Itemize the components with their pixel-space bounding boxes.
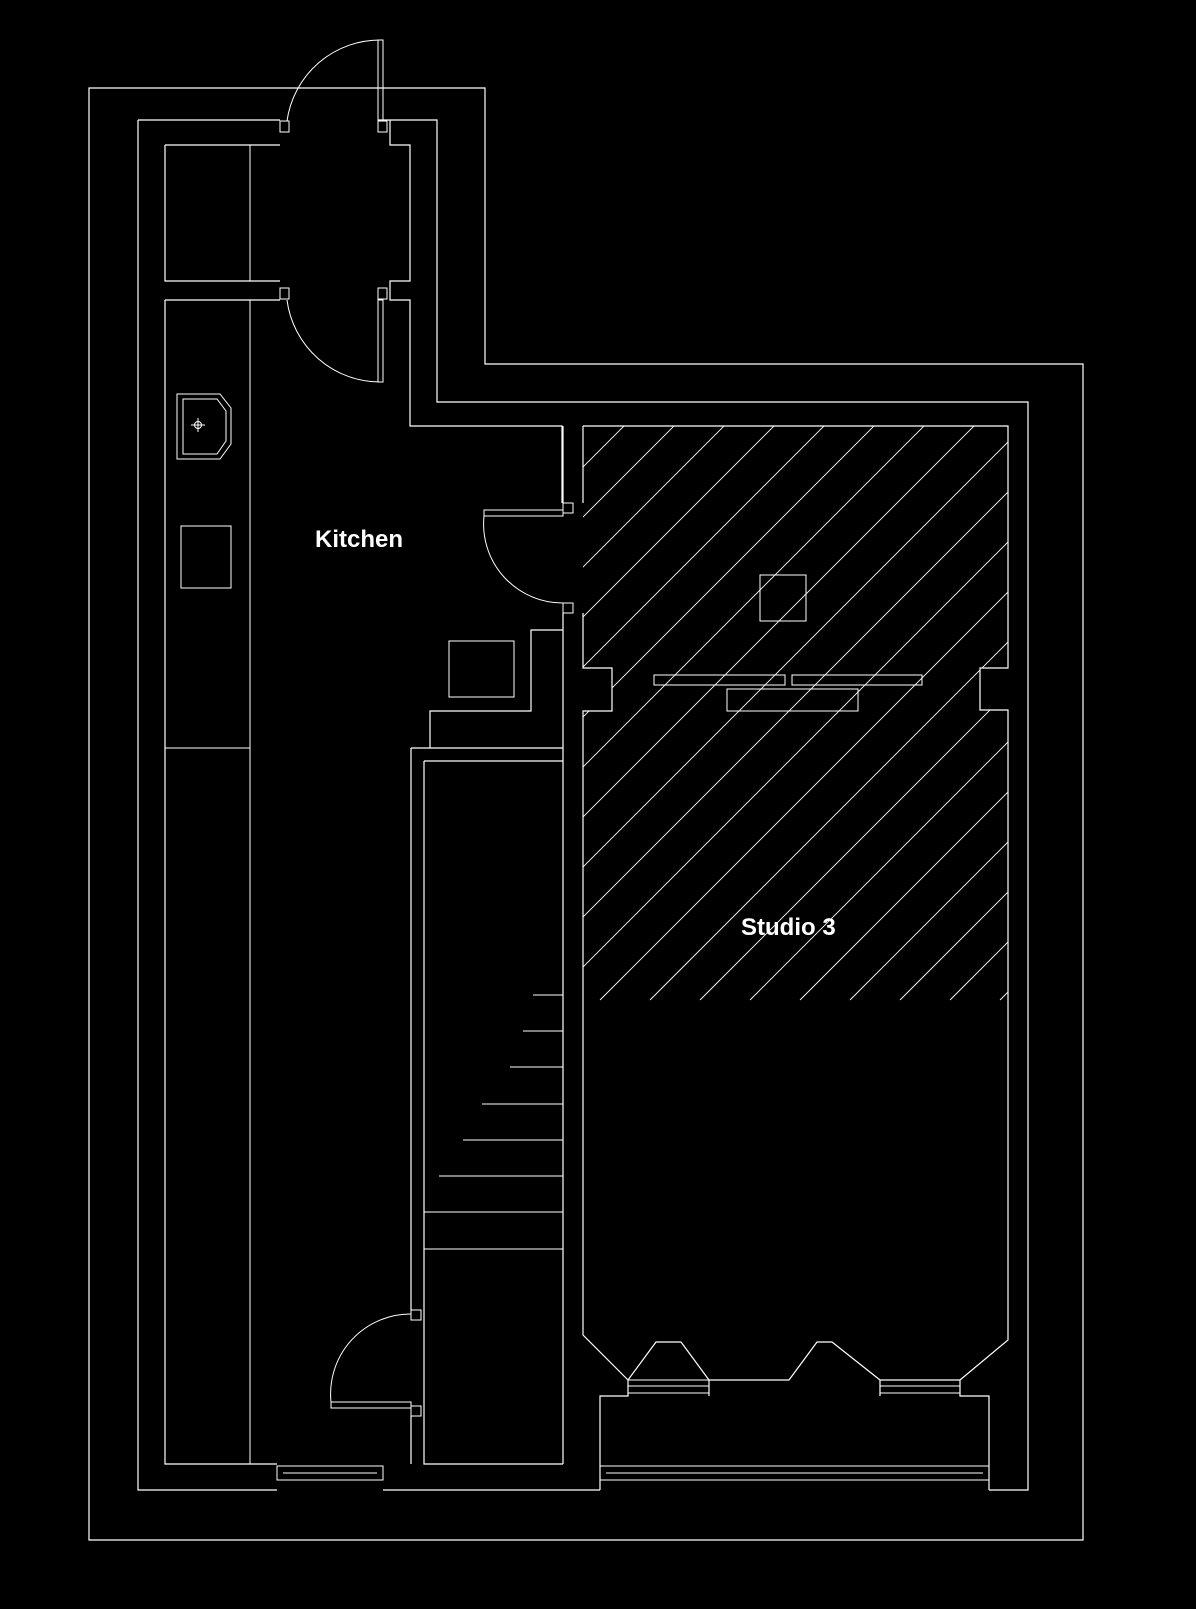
hatch-line [583, 426, 1008, 1001]
lobby-wall [389, 120, 563, 503]
storage-unit [411, 613, 564, 749]
hatch-line [849, 426, 1008, 1001]
lobby-door [279, 287, 388, 383]
hatch-line [1050, 0, 1196, 1000]
hatch-line [699, 426, 1008, 1001]
hatch-line [999, 426, 1008, 1001]
studio-room [582, 0, 1196, 1381]
hatch-line [583, 426, 1008, 1001]
hatch-line [899, 426, 1008, 1001]
lower-door [330, 1309, 422, 1464]
staircase [410, 748, 564, 1465]
hatch-line [583, 426, 1008, 1001]
hatch-line [599, 426, 1008, 1001]
site-boundary [88, 87, 1084, 1541]
left-storage [164, 144, 280, 1465]
sink-icon [176, 393, 232, 460]
hatch-line [583, 426, 951, 1001]
hatch-line [1150, 0, 1196, 1000]
bay-window [599, 1379, 990, 1490]
studio-door [483, 426, 574, 614]
studio-label: Studio 3 [741, 914, 836, 941]
exterior-wall [137, 119, 1029, 1491]
hatch-line [649, 426, 1008, 1001]
hatch-line [583, 426, 1008, 1001]
hatch-line [583, 426, 1008, 1001]
bottom-window [276, 1465, 990, 1481]
studio-fixtures [653, 574, 923, 712]
hatch-line [583, 426, 1008, 1001]
hatch-line [583, 426, 1008, 1001]
entrance-door [279, 39, 388, 133]
hatch-line [949, 426, 1008, 1001]
hatch-line [749, 426, 1008, 1001]
hob-icon [180, 525, 232, 589]
kitchen-label: Kitchen [315, 526, 403, 553]
hatch-line [799, 426, 1008, 1001]
hatch-line [583, 426, 1008, 1001]
hatch-line [583, 426, 1008, 1001]
hatch-line [583, 426, 1008, 1001]
hatch-line [1100, 0, 1196, 1000]
